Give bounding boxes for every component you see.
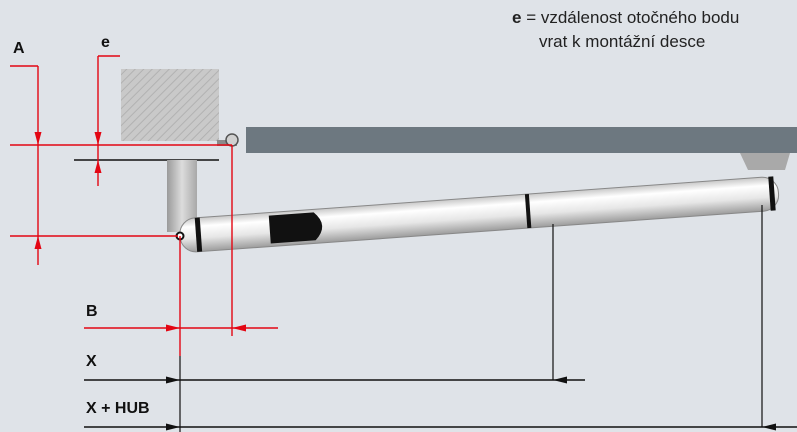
motor-housing-mark	[268, 212, 323, 244]
tube-end-cap	[768, 176, 776, 211]
dim-b-arrow-right	[166, 324, 180, 332]
legend-text-2: vrat k montážní desce	[539, 32, 706, 51]
dim-a-arrow-down	[34, 132, 42, 145]
label-x: X	[86, 353, 97, 370]
dim-x-arrow-end	[553, 376, 567, 384]
legend: e = vzdálenost otočného bodu vrat k mont…	[512, 6, 739, 54]
legend-text-1: vzdálenost otočného bodu	[540, 8, 740, 27]
motor-end-cap	[194, 217, 203, 252]
legend-key: e	[512, 8, 522, 27]
motor-arm	[179, 176, 780, 253]
gate-bracket	[740, 153, 790, 170]
dim-a-arrow-up	[34, 236, 42, 249]
dim-xhub-arrow-start	[166, 423, 180, 431]
dim-e-arrow-up	[94, 160, 102, 173]
dim-e-arrow-down	[94, 132, 102, 145]
dim-x-arrow-start	[166, 376, 180, 384]
pillar	[121, 69, 219, 141]
legend-line-1: e = vzdálenost otočného bodu	[512, 6, 739, 30]
dim-b-arrow-left	[232, 324, 246, 332]
dim-xhub-arrow-end	[762, 423, 776, 431]
label-b: B	[86, 303, 98, 320]
label-x-hub: X + HUB	[86, 400, 150, 417]
label-a: A	[13, 40, 25, 57]
gate-beam	[246, 127, 797, 153]
gate-hinge-icon	[225, 133, 239, 147]
legend-equals: =	[521, 8, 541, 27]
label-e: e	[101, 34, 110, 51]
tube-joint	[524, 193, 532, 229]
